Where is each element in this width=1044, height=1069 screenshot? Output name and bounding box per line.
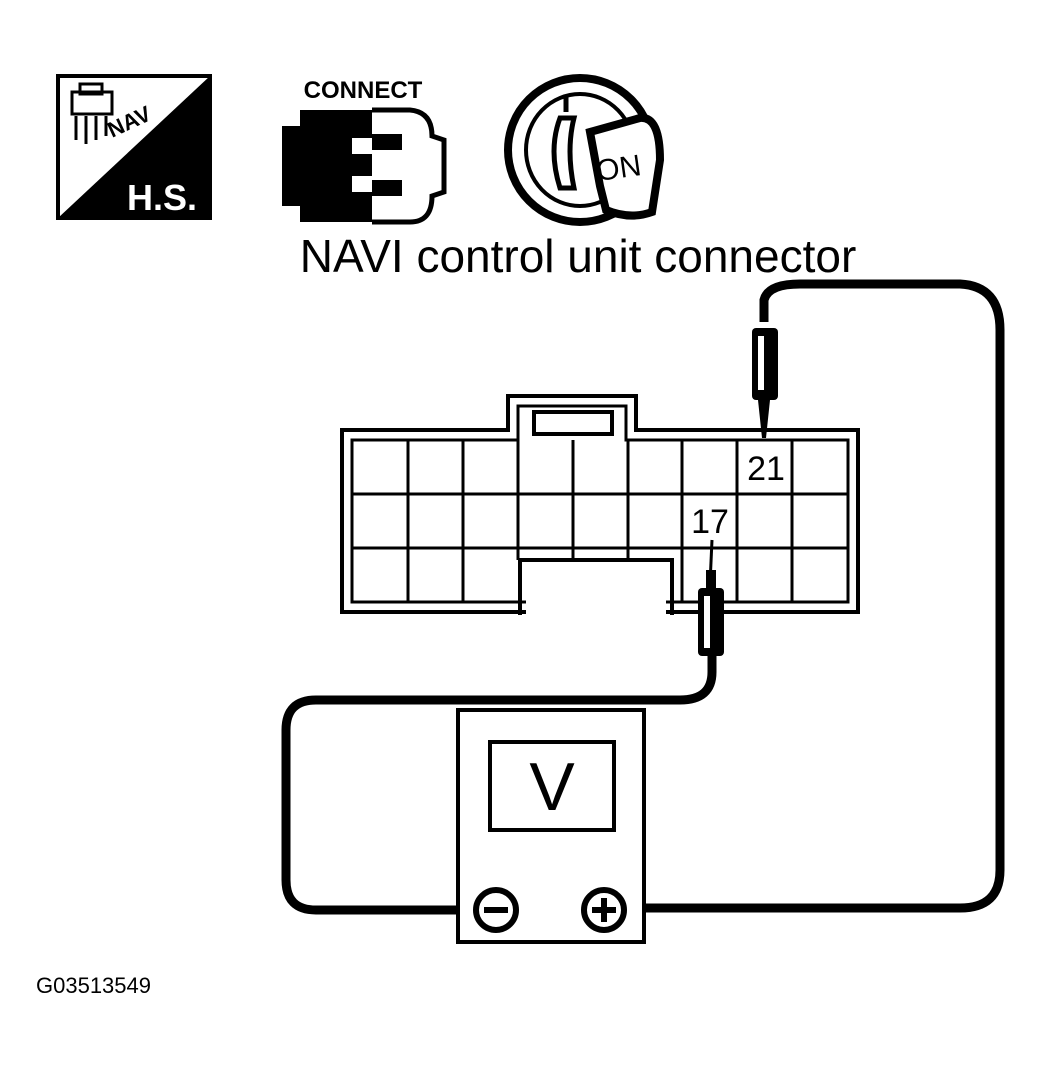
positive-terminal-icon bbox=[581, 887, 627, 933]
ignition-on-label: ON bbox=[594, 149, 643, 188]
harness-hs-icon: NAV H.S. bbox=[56, 74, 212, 220]
terminal-17-label: 17 bbox=[691, 503, 729, 541]
probe-terminal-21 bbox=[636, 279, 1005, 913]
probe-terminal-17 bbox=[281, 539, 724, 915]
harness-sketch-icon bbox=[70, 82, 114, 144]
harness-hs-label: H.S. bbox=[127, 177, 197, 218]
connect-label: CONNECT bbox=[304, 77, 423, 104]
connect-icon: CONNECT bbox=[282, 77, 447, 225]
navi-connector bbox=[340, 394, 860, 614]
connector-title: NAVI control unit connector bbox=[300, 230, 857, 282]
cavity-grid bbox=[352, 440, 848, 612]
negative-terminal-icon bbox=[473, 887, 519, 933]
connector-latch bbox=[532, 410, 614, 436]
figure-id: G03513549 bbox=[36, 973, 151, 998]
voltmeter: V bbox=[456, 708, 646, 944]
voltmeter-v-label: V bbox=[529, 749, 575, 825]
voltmeter-display bbox=[488, 740, 616, 832]
ignition-on-icon: ON bbox=[504, 74, 665, 226]
terminal-21-label: 21 bbox=[747, 450, 785, 488]
